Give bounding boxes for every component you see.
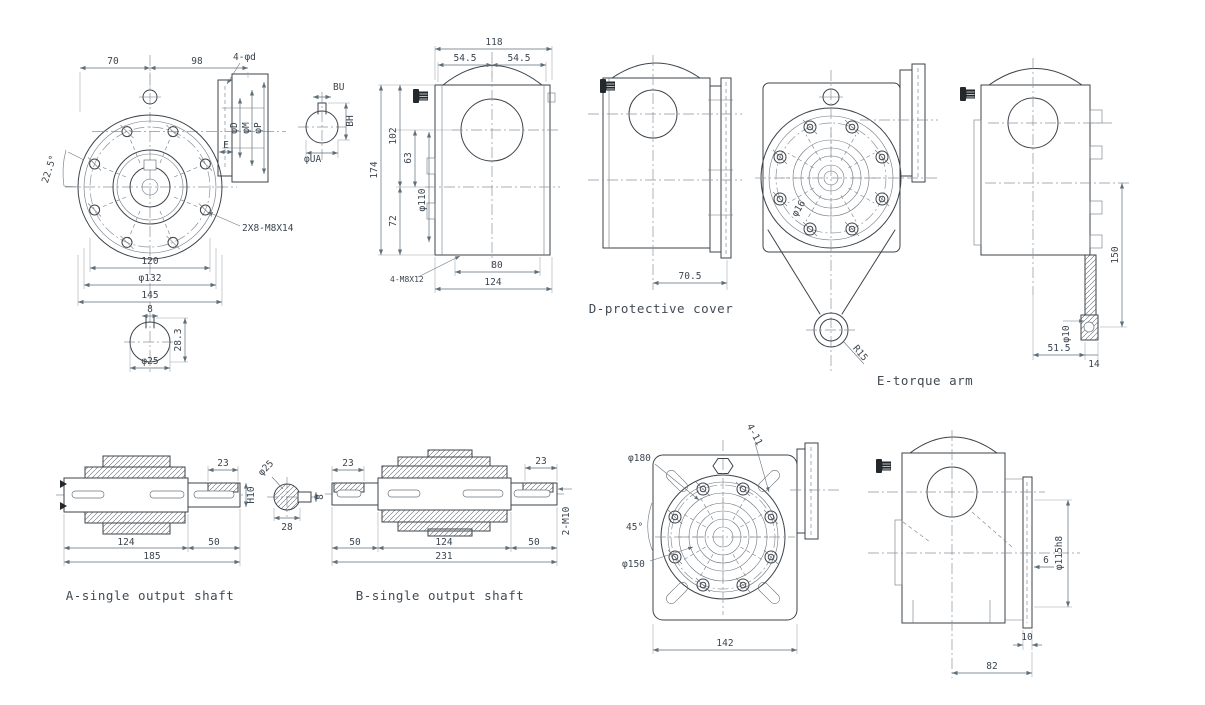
gearbox-body [901, 452, 1006, 624]
key-width: 8 [147, 304, 153, 315]
view-shaft-b: 23 23 50 124 50 231 2-M10 B-single outpu… [325, 449, 572, 603]
angle-45: 45° [626, 522, 643, 533]
view-gearbox-side: 118 54.5 54.5 174 102 72 63 φ110 80 124 … [369, 37, 560, 293]
shaft-b-title: B-single output shaft [356, 588, 525, 603]
view-flange-side: 6 φ115h8 10 82 [868, 430, 1080, 678]
pin-hole [1083, 321, 1095, 333]
detail-output-shaft-section: 8 28.3 φ25 [124, 304, 188, 372]
input-flange-edge [804, 442, 819, 540]
sec-dia: φ25 [256, 458, 276, 478]
key-bu: BU [333, 82, 345, 93]
tap-note: 4-M8X12 [390, 275, 424, 284]
torque-arm-rod [1084, 254, 1097, 316]
view-square-flange: φ180 4-11 45° φ150 142 [622, 422, 842, 654]
sec-dia-d: φD [229, 122, 240, 134]
dim-10: 10 [1021, 632, 1033, 643]
dim-72: 72 [388, 215, 399, 226]
dim-phi10: φ10 [1061, 325, 1072, 342]
dim-70: 70 [107, 56, 119, 67]
dim-545l: 54.5 [454, 53, 477, 64]
dim-14: 14 [1088, 359, 1100, 370]
dim-phi110: φ110 [417, 188, 428, 211]
dim-50l: 50 [349, 537, 361, 548]
radius-r15: R15 [850, 343, 869, 363]
dim-124: 124 [435, 537, 452, 548]
square-housing [652, 454, 798, 621]
dim-63: 63 [403, 152, 414, 163]
view-torque-arm-front: R15 φ16 E-torque arm [755, 63, 973, 388]
dim-82: 82 [986, 661, 997, 672]
dim-132: φ132 [139, 273, 162, 284]
detail-input-key-section: BU BH φUA [298, 82, 356, 165]
dim-705: 70.5 [679, 271, 702, 282]
cover-title: D-protective cover [589, 301, 733, 316]
view-shaft-a: 23 124 50 185 H10 A-single output shaft [56, 455, 257, 603]
sec-28: 28 [281, 522, 293, 533]
holes-note: 4-11 [744, 422, 765, 448]
dim-185: 185 [143, 551, 160, 562]
input-flange-edge [899, 69, 913, 177]
protective-cover-plate [709, 85, 722, 253]
dim-6: 6 [1043, 555, 1049, 566]
fit-h10: H10 [246, 486, 257, 503]
view-torque-arm-side: 150 φ10 51.5 14 [959, 58, 1130, 370]
oil-plug-icon [599, 78, 616, 94]
dim-50: 50 [208, 537, 220, 548]
dim-98: 98 [191, 56, 203, 67]
dim-231: 231 [435, 551, 452, 562]
shaft-dia: φ25 [141, 356, 158, 367]
dim-23r: 23 [535, 456, 546, 467]
key-bh: BH [345, 115, 356, 127]
hole-note: 4-φd [233, 52, 256, 63]
gearbox-body [980, 84, 1091, 256]
sec-e: E [223, 140, 229, 151]
bolt-icon [844, 221, 860, 237]
oil-plug-icon [875, 458, 892, 474]
sec-dia-p: φP [253, 122, 264, 134]
angle-label: 22.5° [40, 154, 59, 185]
dim-120: 120 [141, 256, 158, 267]
dia-115h8: φ115h8 [1054, 536, 1065, 571]
dim-174: 174 [369, 161, 380, 178]
dim-23: 23 [217, 458, 228, 469]
dim-102: 102 [388, 127, 399, 144]
dim-23l: 23 [342, 458, 353, 469]
dim-124: 124 [117, 537, 134, 548]
dim-142: 142 [716, 638, 733, 649]
oil-plug-icon [412, 88, 429, 104]
sec-8: 8 [315, 494, 326, 500]
dim-80: 80 [491, 260, 503, 271]
thread-note: 2-M10 [561, 506, 572, 535]
oil-plug-icon [959, 86, 976, 102]
dim-545r: 54.5 [508, 53, 531, 64]
dim-50r: 50 [528, 537, 540, 548]
corner-mount-slot [666, 470, 688, 492]
output-flange-edge [1022, 476, 1033, 629]
view-flange-front: 70 98 4-φd 22.5° 2X8-M8X14 120 φ132 145 … [40, 52, 294, 308]
dia-180: φ180 [628, 453, 651, 464]
dia-150: φ150 [622, 559, 645, 570]
dim-124: 124 [484, 277, 501, 288]
bolt-note: 2X8-M8X14 [242, 223, 294, 234]
keyway-slot [143, 159, 157, 171]
dim-118: 118 [485, 37, 502, 48]
sec-dia-m: φM [241, 122, 252, 134]
view-protective-cover: 70.5 D-protective cover [588, 55, 742, 316]
torque-arm-title: E-torque arm [877, 373, 973, 388]
dia-phi16: φ16 [790, 198, 809, 219]
dim-145: 145 [141, 290, 158, 301]
dim-515: 51.5 [1048, 343, 1071, 354]
gearbox-body [434, 84, 551, 256]
key-dia: φUA [304, 154, 321, 165]
shaft-a-title: A-single output shaft [66, 588, 235, 603]
cover-body [602, 77, 711, 249]
detail-shaft-a-section: φ25 28 8 [256, 458, 326, 533]
bolt-icon [198, 203, 213, 217]
dim-150: 150 [1110, 246, 1121, 263]
key-height: 28.3 [173, 329, 184, 352]
